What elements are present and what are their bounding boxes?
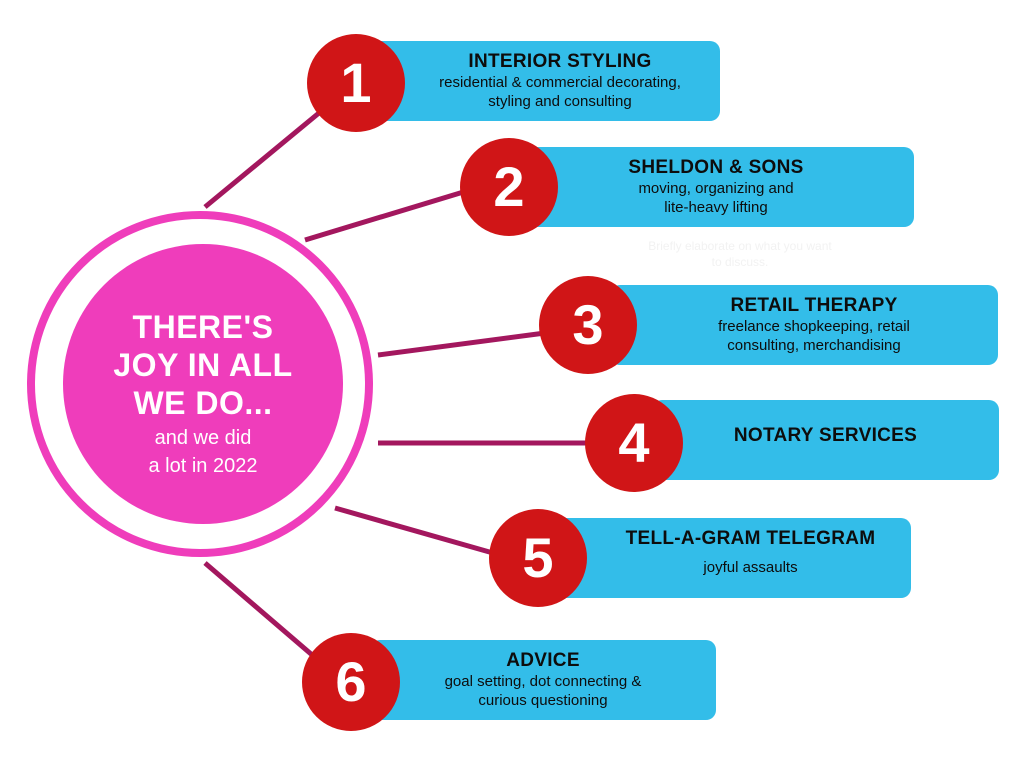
service-box-3: RETAIL THERAPY freelance shopkeeping, re… [610, 285, 998, 365]
hub-subtitle-line: and we did [154, 427, 252, 449]
service-box-5: TELL-A-GRAM TELEGRAM joyful assaults [555, 518, 911, 598]
service-description: lite-heavy lifting [664, 199, 768, 216]
connector-5 [334, 505, 501, 558]
hub-subtitle-line: a lot in 2022 [148, 455, 258, 477]
service-description: joyful assaults [703, 559, 798, 576]
hub-title: THERE'S JOY IN ALL WE DO... [83, 308, 323, 422]
service-title: ADVICE [506, 650, 580, 671]
hub-circle: THERE'S JOY IN ALL WE DO... and we did a… [63, 244, 343, 524]
connector-1 [203, 106, 327, 209]
service-title: INTERIOR STYLING [468, 51, 652, 72]
service-description: residential & commercial decorating, [439, 74, 681, 91]
connector-2 [304, 187, 471, 243]
service-title: NOTARY SERVICES [733, 425, 918, 446]
service-box-2: SHELDON & SONS moving, organizing and li… [528, 147, 914, 227]
number-badge-2: 2 [460, 138, 558, 236]
service-title: TELL-A-GRAM TELEGRAM [625, 528, 876, 549]
service-box-6: ADVICE goal setting, dot connecting & cu… [370, 640, 716, 720]
number-badge-5: 5 [489, 509, 587, 607]
service-box-4: NOTARY SERVICES [652, 400, 999, 480]
service-title: RETAIL THERAPY [730, 295, 898, 316]
number-badge-4: 4 [585, 394, 683, 492]
hub-title-line: JOY IN ALL [113, 347, 293, 383]
placeholder-line: to discuss. [711, 255, 769, 269]
number-badge-1: 1 [307, 34, 405, 132]
service-description: goal setting, dot connecting & [444, 673, 642, 690]
service-description: styling and consulting [488, 93, 632, 110]
service-title: SHELDON & SONS [628, 157, 804, 178]
service-box-1: INTERIOR STYLING residential & commercia… [370, 41, 720, 121]
hub-title-line: THERE'S [132, 309, 274, 345]
connector-3 [377, 330, 546, 358]
hub-subtitle: and we did a lot in 2022 [83, 424, 323, 480]
hub-title-line: WE DO... [133, 385, 273, 421]
service-description: freelance shopkeeping, retail [718, 318, 910, 335]
number-badge-6: 6 [302, 633, 400, 731]
placeholder-line: Briefly elaborate on what you want [648, 239, 832, 253]
service-description: curious questioning [478, 692, 608, 709]
service-description: moving, organizing and [638, 180, 794, 197]
connector-6 [203, 561, 320, 662]
number-badge-3: 3 [539, 276, 637, 374]
service-description: consulting, merchandising [727, 337, 901, 354]
placeholder-text: Briefly elaborate on what you want to di… [615, 238, 865, 270]
